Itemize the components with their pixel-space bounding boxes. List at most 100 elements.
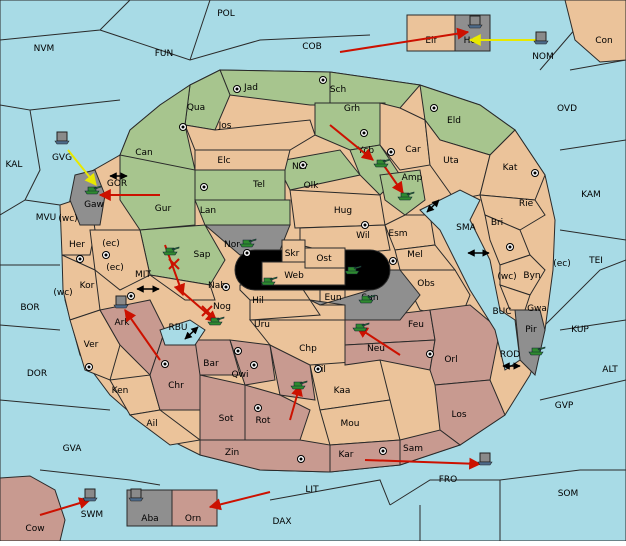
supply-centers [76, 76, 539, 463]
land-label-her: Her [69, 240, 85, 250]
land-label-gur: Gur [155, 204, 172, 214]
land-label-hil: Hil [252, 296, 264, 306]
sea-label-rod: ROD [500, 350, 520, 360]
land-label-amp: Amp [402, 173, 423, 183]
supply-center-dot [129, 294, 133, 298]
supply-center-dot [87, 365, 91, 369]
army-icon-sap[interactable] [162, 246, 180, 256]
sea-label-kam: KAM [581, 190, 601, 200]
land-label-sot: Sot [219, 414, 234, 424]
land-label-cow: Cow [25, 524, 44, 534]
land-label-bri: Bri [491, 218, 503, 228]
supply-center-dot [508, 245, 512, 249]
supply-center-dot [299, 457, 303, 461]
sea-label-gor: GOR [107, 179, 127, 189]
order-arrow [39, 497, 92, 516]
army-icon-sun[interactable] [358, 294, 376, 304]
army-icon-web[interactable] [260, 276, 278, 286]
units-layer [54, 15, 549, 502]
fleet-icon-swm[interactable] [82, 488, 98, 502]
supply-center-dot [202, 185, 206, 189]
land-label-pir: Pir [525, 325, 537, 335]
army-icon-nil[interactable] [290, 380, 308, 390]
center-inner-regions [261, 239, 346, 286]
fleet-icon-ark[interactable] [113, 295, 129, 309]
region-cow [0, 475, 66, 542]
tan-neutral-regions [59, 102, 546, 446]
box-elf [406, 14, 456, 52]
sea-label-swm: SWM [81, 510, 103, 520]
army-icon-nor[interactable] [239, 238, 257, 248]
land-label-lan: Lan [200, 206, 216, 216]
fleet-icon-fro[interactable] [477, 452, 493, 466]
land-label-esm: Esm [388, 229, 407, 239]
land-label-jos: Jos [218, 121, 232, 131]
land-label-kar: Kar [339, 450, 354, 460]
fleet-icon-hel[interactable] [467, 15, 483, 29]
sea-label-fun: FUN [155, 49, 174, 59]
army-icon-amp[interactable] [397, 191, 415, 201]
land-label-neu: Neu [367, 344, 385, 354]
failed-move-mark [201, 305, 213, 317]
land-label-jad: Jad [243, 83, 258, 93]
sea-label-mit: MIT [135, 270, 151, 280]
land-label-web: Web [284, 271, 304, 281]
land-label-ark: Ark [114, 318, 130, 328]
land-label-nog: Nog [213, 302, 231, 312]
land-label-los: Los [451, 410, 466, 420]
army-icon-ycb[interactable] [373, 158, 391, 168]
land-label-chp: Chp [299, 344, 317, 354]
supply-center-dot [104, 253, 108, 257]
army-icon-neu[interactable] [352, 322, 370, 332]
land-label-bar: Bar [203, 359, 219, 369]
land-label-byn: Byn [523, 271, 540, 281]
land-label-gaw: Gaw [84, 200, 104, 210]
order-arrow [364, 457, 482, 470]
sea-label-buc: BUC [492, 307, 511, 317]
land-label-nab: Nab [208, 281, 226, 291]
army-icon-pir[interactable] [528, 346, 546, 356]
supply-center-dot [301, 163, 305, 167]
land-label-mou: Mou [341, 419, 360, 429]
land-label-gwa: Gwa [527, 304, 547, 314]
land-label-ken: Ken [112, 386, 129, 396]
passage-arrow [184, 326, 199, 340]
sea-label-alt: ALT [602, 365, 618, 375]
supply-center-dot [381, 449, 385, 453]
army-icon-ost[interactable] [344, 265, 362, 275]
land-label-elf: Elf [425, 36, 437, 46]
land-label-ost: Ost [316, 254, 332, 264]
fleet-icon-gvg[interactable] [54, 131, 70, 145]
land-label-kaa: Kaa [334, 386, 351, 396]
coast-tag: (wc) [58, 214, 77, 224]
supply-center-dot [245, 251, 249, 255]
passage-arrow [426, 199, 440, 213]
box-orn [171, 489, 218, 527]
coast-tag: (wc) [53, 288, 72, 298]
land-label-ail: Ail [146, 419, 157, 429]
land-label-sap: Sap [194, 250, 211, 260]
sea-label-kup: KUP [571, 325, 589, 335]
supply-center-dot [533, 171, 537, 175]
land-label-nor: Nor [224, 240, 240, 250]
land-label-skr: Skr [285, 249, 300, 259]
supply-center-dot [236, 349, 240, 353]
region-con [564, 0, 626, 63]
land-label-ver: Ver [84, 340, 99, 350]
land-label-uru: Uru [254, 320, 270, 330]
fleet-icon-aba[interactable] [128, 488, 144, 502]
land-label-kor: Kor [80, 281, 95, 291]
fleet-icon-nom[interactable] [533, 31, 549, 45]
coast-tag: (ec) [102, 239, 120, 249]
land-label-wil: Wil [356, 231, 370, 241]
army-icon-gaw[interactable] [84, 185, 102, 195]
army-icon-nog[interactable] [207, 316, 225, 326]
land-label-eun: Eun [324, 293, 341, 303]
land-label-qwi: Qwi [232, 370, 249, 380]
supply-center-dot [362, 131, 366, 135]
sea-label-dax: DAX [272, 517, 291, 527]
land-label-car: Car [405, 145, 421, 155]
sea-label-dor: DOR [27, 369, 47, 379]
